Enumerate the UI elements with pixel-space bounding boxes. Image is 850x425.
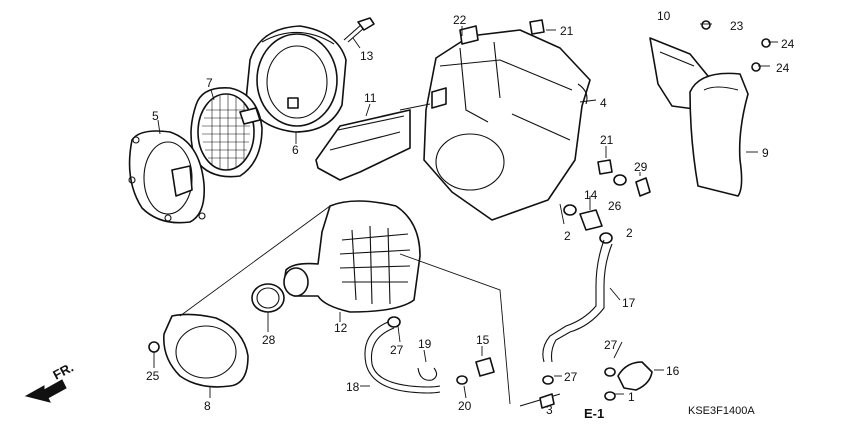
callout-9: 9 xyxy=(762,146,769,160)
callout-2-right: 2 xyxy=(626,226,633,240)
part-13-bolt xyxy=(343,17,375,43)
callout-26: 26 xyxy=(608,199,622,213)
part-29-bolt xyxy=(635,177,651,197)
part-23-screw xyxy=(701,20,711,30)
callout-21-side: 21 xyxy=(600,133,614,147)
callout-18: 18 xyxy=(346,380,360,394)
callout-27-mid: 27 xyxy=(564,370,578,384)
callout-27-left: 27 xyxy=(390,343,404,357)
front-direction-arrow xyxy=(24,379,67,403)
callout-11: 11 xyxy=(364,91,377,105)
callout-5: 5 xyxy=(152,109,159,123)
assembly-guide-lines xyxy=(179,103,565,405)
callout-17: 17 xyxy=(622,296,636,310)
part-24-screw-b xyxy=(751,62,761,72)
part-20-clip xyxy=(456,375,468,385)
section-label: E-1 xyxy=(584,406,604,421)
part-15-plug xyxy=(475,357,495,377)
part-24-screw-a xyxy=(761,38,771,48)
callout-27-right: 27 xyxy=(604,338,618,352)
reference-code: KSE3F1400A xyxy=(688,405,755,417)
part-28-band xyxy=(251,283,285,313)
callout-12: 12 xyxy=(334,321,348,335)
part-17-drain-hose xyxy=(542,239,613,363)
callout-19: 19 xyxy=(418,337,432,351)
part-16-drain-tube xyxy=(617,361,653,391)
callout-10: 10 xyxy=(657,9,671,23)
part-21-nut-top xyxy=(529,19,545,35)
callout-29: 29 xyxy=(634,160,648,174)
callout-3: 3 xyxy=(546,403,553,417)
callout-15: 15 xyxy=(476,333,490,347)
front-direction-label: FR. xyxy=(50,360,76,383)
callout-25: 25 xyxy=(146,369,160,383)
callout-16: 16 xyxy=(666,364,680,378)
part-8-gasket xyxy=(163,313,249,388)
callout-4: 4 xyxy=(600,96,607,110)
part-21-nut-side xyxy=(597,159,613,175)
part-6-air-filter-element xyxy=(245,25,347,133)
callout-24-b: 24 xyxy=(776,61,790,75)
part-5-element-frame xyxy=(128,130,206,224)
part-2-clip-b xyxy=(599,232,613,244)
callout-6: 6 xyxy=(292,143,299,157)
part-27-clip-a xyxy=(387,316,401,328)
callout-8: 8 xyxy=(204,399,211,413)
part-25-nut xyxy=(148,341,160,353)
callout-20: 20 xyxy=(458,399,472,413)
callout-28: 28 xyxy=(262,333,276,347)
callout-23: 23 xyxy=(730,19,744,33)
part-12-connecting-tube xyxy=(283,200,421,313)
part-19-clamp xyxy=(417,367,438,381)
callout-1: 1 xyxy=(628,390,635,404)
callout-2-left: 2 xyxy=(564,229,571,243)
part-27-clip-b xyxy=(542,375,554,385)
callout-7: 7 xyxy=(206,76,213,90)
part-22-bolt xyxy=(459,25,479,45)
part-7-element-holder xyxy=(190,87,263,178)
part-1-clip xyxy=(604,391,616,401)
callout-leaders xyxy=(153,23,778,399)
part-26-washer xyxy=(613,174,627,186)
callout-14: 14 xyxy=(584,188,598,202)
part-4-air-cleaner-case xyxy=(423,29,591,221)
part-3-drain-plug xyxy=(519,393,561,409)
part-9-air-duct xyxy=(689,72,749,197)
part-14-joint xyxy=(579,209,603,231)
callout-22: 22 xyxy=(453,13,467,27)
part-2-clip-a xyxy=(563,204,577,216)
callout-24-a: 24 xyxy=(781,37,795,51)
callout-labels: 13 7 5 6 11 22 21 4 21 10 23 24 24 9 29 … xyxy=(146,9,795,417)
part-27-clip-c xyxy=(604,367,616,377)
part-18-breather-hose xyxy=(364,321,441,394)
part-11-bracket xyxy=(315,109,411,181)
callout-13: 13 xyxy=(360,49,374,63)
callout-21-top: 21 xyxy=(560,24,574,38)
